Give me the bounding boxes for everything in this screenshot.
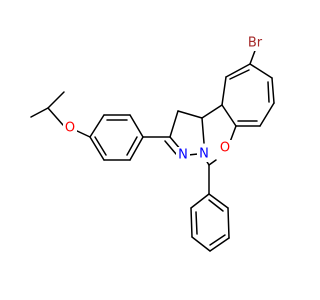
aryl-ether-ring (89, 114, 144, 161)
phenyl-ring (190, 164, 230, 252)
ring-nitrogen-label: N (199, 147, 209, 162)
imine-nitrogen-label: N (178, 148, 188, 163)
molecule-structure: Br O O N N (30, 35, 275, 252)
atom-o-ring: O (218, 140, 232, 156)
atom-br: Br (244, 35, 266, 51)
atom-o-ether: O (63, 120, 77, 136)
bromine-label: Br (248, 36, 263, 51)
isopropyl-group (30, 91, 91, 138)
ether-oxygen-label: O (65, 121, 75, 136)
atom-n-imine: N (176, 147, 190, 163)
ring-oxygen-label: O (220, 141, 230, 156)
bromobenzene-ring (221, 47, 275, 127)
atom-n-ring: N (197, 146, 211, 162)
pyrazoline-ring (142, 110, 205, 156)
